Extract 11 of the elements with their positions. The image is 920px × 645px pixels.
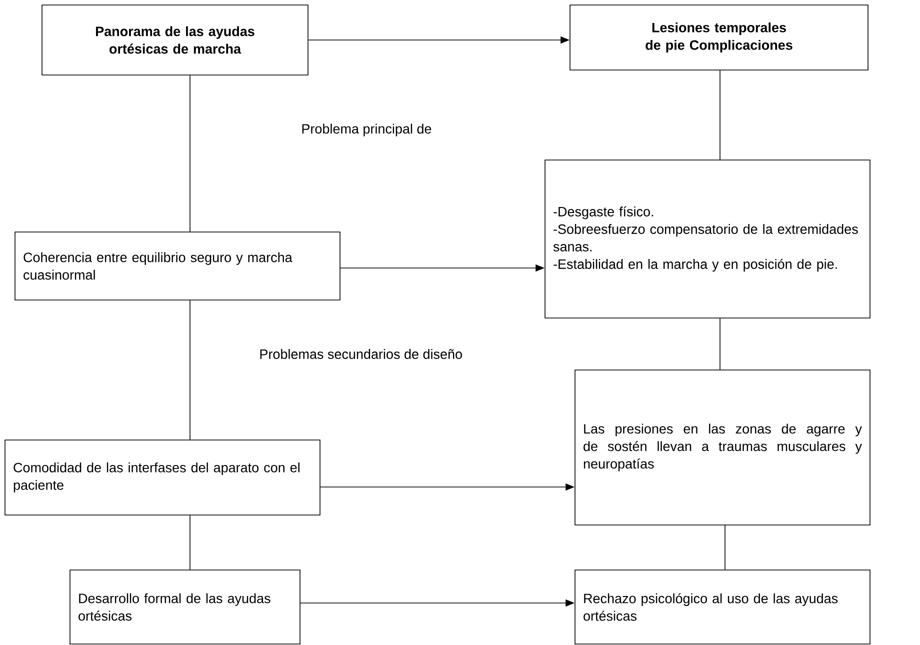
text-box: Rechazo psicológico al uso de las ayudas ortésicas xyxy=(574,570,870,644)
note-text: Problema principal de xyxy=(302,124,432,136)
text-box: Panorama de las ayudas ortésicas de marcha xyxy=(42,4,308,76)
text-box: Coherencia entre equilibrio seguro y marcha cuasinormal xyxy=(14,232,340,300)
connector-line xyxy=(724,525,726,570)
text-box: Comodidad de las interfases del aparato con el paciente xyxy=(4,440,320,516)
text-box: Desarrollo formal de las ayudas ortésicas xyxy=(70,570,300,644)
text-box: -Desgaste físico. -Sobreesfuerzo compensatorio de la extremidades sanas. -Estabilidad en la marcha y en posición de pie. xyxy=(544,160,870,318)
note-text: Problemas secundarios de diseño xyxy=(260,349,462,359)
text-box: Las presiones en las zonas de agarre y de sostén llevan a traumas musculares y neuropatías xyxy=(574,370,870,526)
text-box: Lesiones temporales de pie Complicaciones xyxy=(570,4,868,70)
